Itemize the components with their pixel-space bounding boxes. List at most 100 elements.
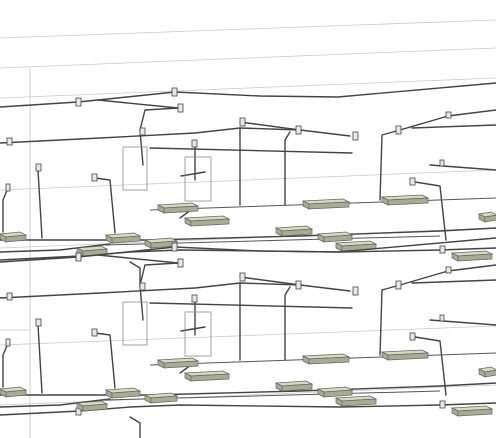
pipe-segment: [284, 131, 291, 206]
terminal-unit: [380, 194, 430, 206]
unit-front-face: [323, 234, 353, 243]
unit-front-face: [163, 205, 199, 214]
pipe-fitting: [5, 183, 11, 192]
equipment-outline: [122, 301, 148, 346]
terminal-unit: [334, 240, 378, 252]
pipe-fitting: [75, 252, 82, 262]
unit-front-face: [308, 356, 350, 365]
pipe-segment: [139, 107, 179, 166]
pipe-fitting: [171, 242, 178, 252]
terminal-unit: [301, 353, 351, 365]
pipe-fitting: [35, 318, 42, 327]
terminal-unit: [477, 366, 496, 378]
pipe-segment: [129, 416, 141, 438]
pipe-segment: [0, 243, 111, 253]
pipe-fitting: [139, 282, 146, 291]
pipe-segment: [0, 382, 496, 396]
terminal-unit: [477, 211, 496, 223]
terminal-unit: [334, 395, 378, 407]
pipe-fitting: [352, 286, 359, 296]
pipe-fitting: [439, 245, 446, 254]
unit-front-face: [308, 201, 350, 210]
level-upper: [0, 82, 496, 286]
unit-front-face: [5, 234, 27, 243]
pipe-segment: [97, 99, 179, 109]
pipe-fitting: [409, 177, 416, 186]
pipe-segment: [37, 169, 43, 239]
pipe-segment: [284, 286, 291, 361]
terminal-unit: [301, 198, 351, 210]
unit-front-face: [387, 352, 429, 361]
pipe-segment: [379, 129, 401, 201]
reference-line: [0, 77, 496, 99]
terminal-unit: [75, 400, 109, 412]
pipe-segment: [379, 284, 401, 356]
pipe-fitting: [445, 111, 452, 119]
pipe-fitting: [191, 139, 198, 148]
unit-front-face: [190, 218, 230, 227]
pipe-segment: [139, 262, 179, 321]
pipe-fitting: [352, 131, 359, 141]
pipe-fitting: [445, 266, 452, 274]
terminal-unit: [316, 231, 354, 243]
pipe-fitting: [171, 87, 178, 97]
equipment-outline: [184, 156, 212, 202]
pipe-fitting: [191, 294, 198, 303]
pipe-fitting: [295, 125, 302, 135]
pipe-segment: [414, 181, 447, 241]
reference-line: [0, 19, 496, 39]
unit-front-face: [163, 360, 199, 369]
terminal-unit: [156, 357, 200, 369]
pipe-fitting: [239, 272, 246, 282]
reference-line: [0, 325, 496, 346]
pipe-fitting: [177, 258, 184, 268]
pipe-fitting: [295, 280, 302, 290]
terminal-unit: [143, 237, 179, 249]
pipe-fitting: [91, 173, 98, 182]
terminal-unit: [274, 225, 314, 237]
pipe-segment: [239, 121, 301, 131]
pipe-fitting: [439, 400, 446, 409]
pipe-fitting: [395, 280, 402, 290]
terminal-unit: [450, 405, 494, 417]
terminal-unit: [156, 202, 200, 214]
terminal-unit: [0, 231, 28, 243]
unit-front-face: [5, 389, 27, 398]
pipe-fitting: [409, 332, 416, 341]
terminal-unit: [380, 349, 430, 361]
terminal-unit: [183, 215, 231, 227]
unit-front-face: [111, 235, 141, 244]
pipe-segment: [0, 398, 111, 408]
unit-front-face: [281, 228, 313, 237]
terminal-unit: [316, 386, 354, 398]
pipe-fitting: [35, 163, 42, 172]
pipe-fitting: [439, 314, 445, 322]
pipe-segment: [129, 261, 141, 286]
pipe-segment: [37, 324, 43, 394]
unit-front-face: [341, 398, 377, 407]
pipe-segment: [149, 147, 353, 154]
pipe-fitting: [6, 137, 13, 146]
unit-front-face: [82, 403, 108, 412]
pipe-segment: [94, 177, 116, 234]
reference-line: [0, 47, 496, 69]
pipe-segment: [239, 276, 301, 286]
pipe-segment: [0, 282, 351, 299]
level-lower: [0, 237, 496, 438]
pipe-fitting: [75, 97, 82, 107]
pipe-fitting: [239, 117, 246, 127]
pipe-segment: [411, 124, 496, 129]
terminal-unit: [104, 232, 142, 244]
pipe-segment: [149, 302, 353, 309]
pipe-fitting: [6, 292, 13, 301]
unit-front-face: [150, 395, 178, 404]
pipe-segment: [94, 332, 116, 389]
terminal-unit: [274, 380, 314, 392]
pipe-segment: [0, 227, 496, 241]
unit-front-face: [457, 408, 493, 417]
unit-front-face: [281, 383, 313, 392]
terminal-unit: [450, 250, 494, 262]
terminal-unit: [143, 392, 179, 404]
